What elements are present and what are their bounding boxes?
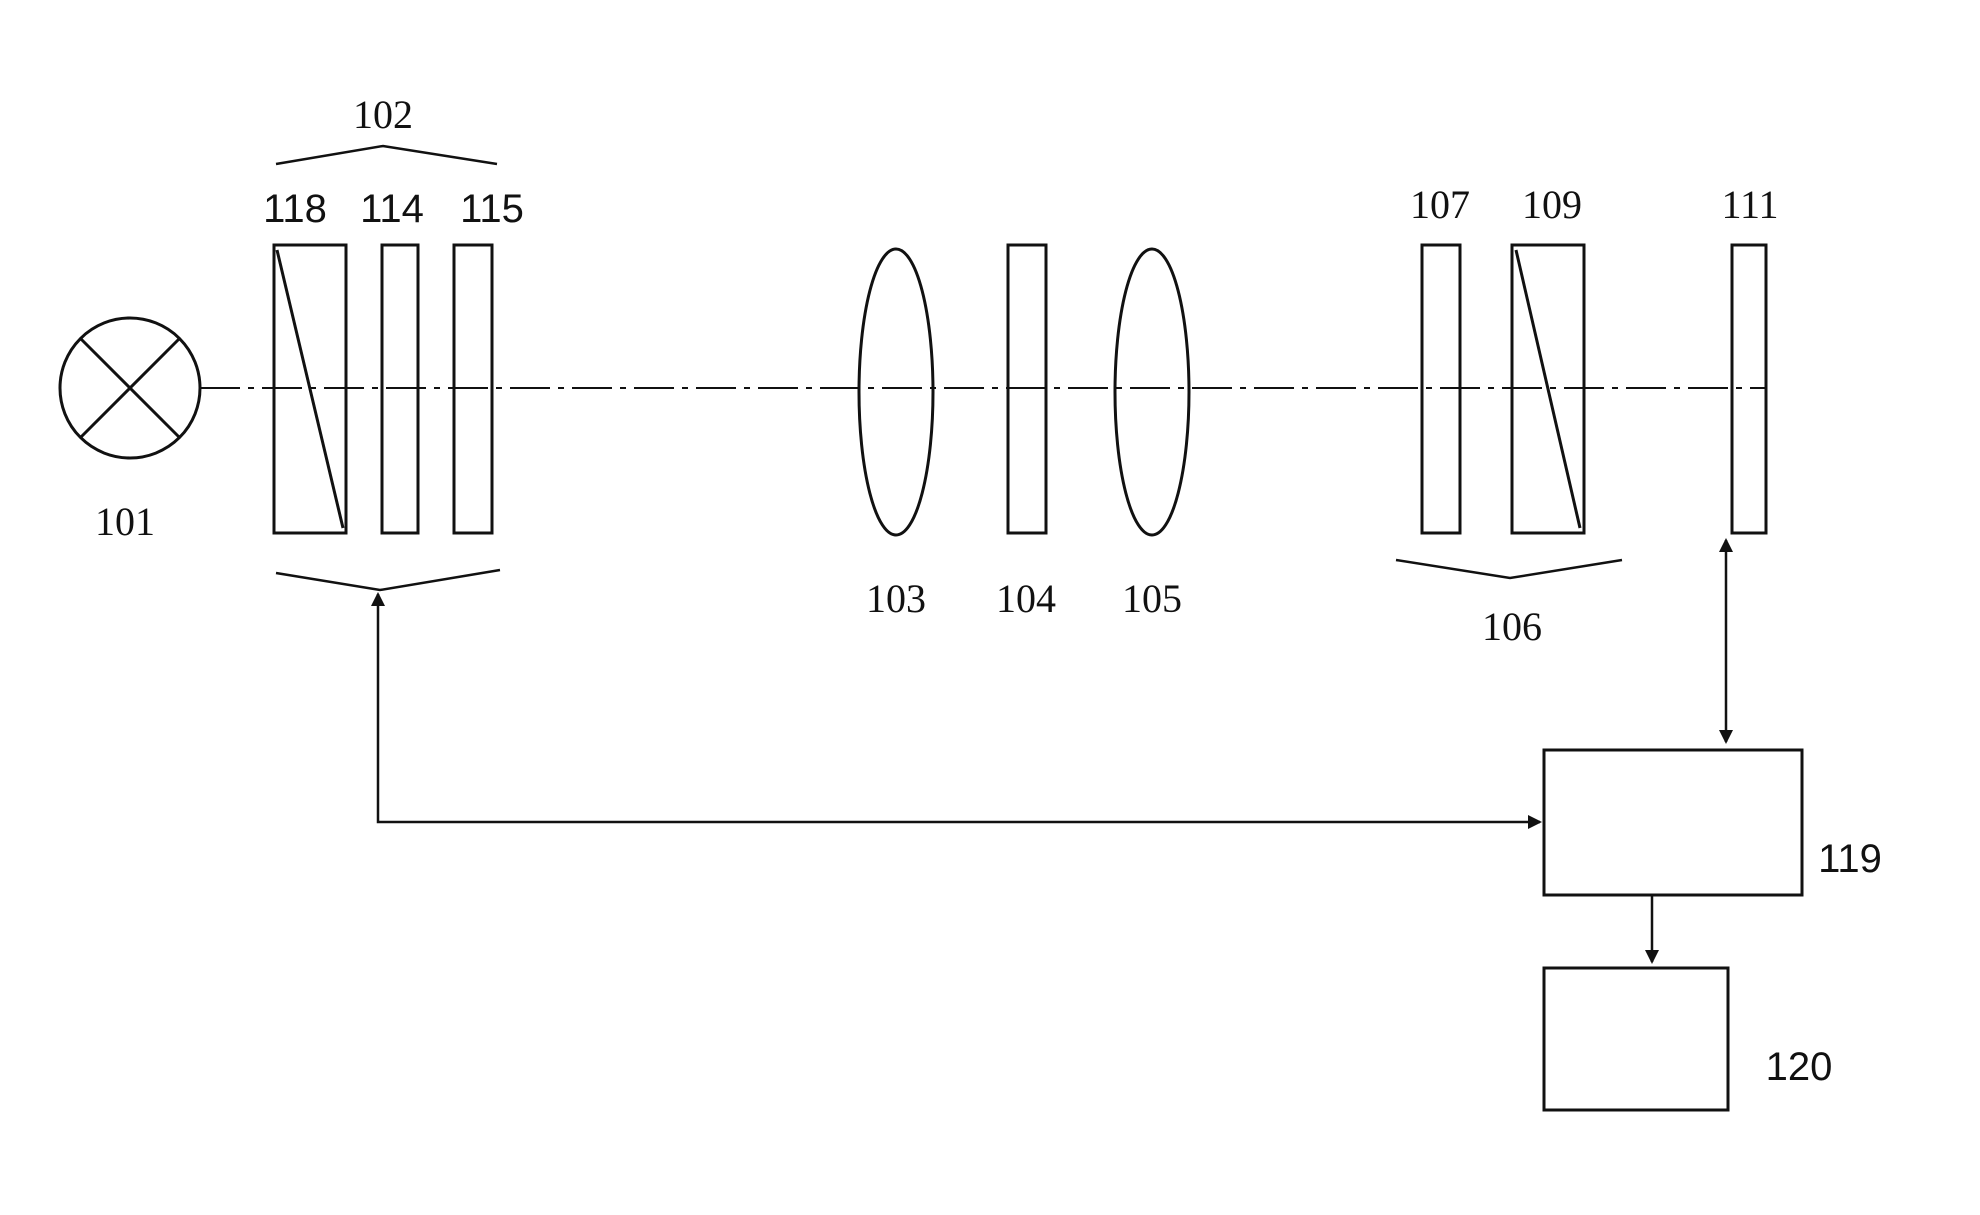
label-120: 120 [1766,1045,1833,1089]
label-102: 102 [353,92,413,137]
label-104: 104 [996,576,1056,621]
label-103: 103 [866,576,926,621]
label-111: 111 [1721,182,1778,227]
controller-119 [1544,750,1802,895]
label-105: 105 [1122,576,1182,621]
label-118: 118 [263,187,327,231]
label-107: 107 [1410,182,1470,227]
label-115: 115 [460,187,524,231]
group-102-lower-bracket [276,570,500,590]
label-106: 106 [1482,604,1542,649]
label-119: 119 [1818,837,1882,881]
label-109: 109 [1522,182,1582,227]
label-101: 101 [95,499,155,544]
group-102-bracket [276,146,497,164]
light-source-101 [60,318,200,458]
group-106-bracket [1396,560,1622,578]
lens-105 [1115,249,1189,535]
output-120 [1544,968,1728,1110]
lens-103 [859,249,933,535]
feedback-line-119-102 [378,594,1540,822]
label-114: 114 [360,187,424,231]
